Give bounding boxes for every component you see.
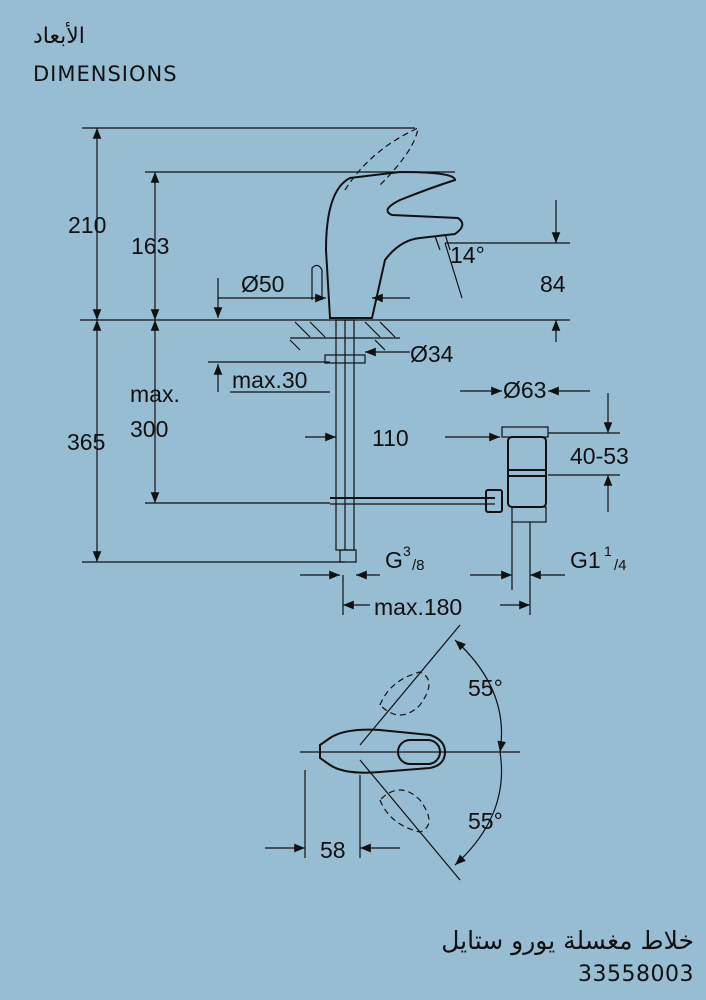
product-code: 33558003	[578, 962, 694, 987]
faucet-side-view	[311, 126, 570, 319]
dim-handle-length: 58	[320, 837, 346, 863]
supply-hoses	[324, 319, 495, 563]
faucet-top-view	[265, 624, 520, 881]
dim-base-diameter: Ø50	[241, 271, 284, 297]
dim-below-height: 365	[67, 429, 105, 455]
dim-total-height: 210	[68, 212, 106, 238]
product-name-arabic: خلاط مغسلة يورو ستايل	[441, 926, 694, 955]
dim-drain-diameter: Ø63	[503, 377, 546, 403]
dim-rod-offset: 110	[372, 425, 409, 451]
dim-max-depth-label: max.	[130, 381, 180, 407]
dim-max-width: max.180	[374, 594, 462, 620]
dim-spout-angle: 14°	[450, 242, 485, 268]
thread-g1-den: /4	[614, 557, 627, 574]
dim-max-thickness: max.30	[232, 367, 307, 393]
dim-angle-top: 55°	[468, 675, 503, 701]
dim-spout-height: 163	[131, 233, 169, 259]
drain-assembly	[485, 426, 549, 590]
dimension-lines	[82, 127, 620, 615]
header-title-arabic: الأبعاد	[33, 24, 85, 49]
dim-spout-clearance: 84	[540, 271, 566, 297]
dim-hole-diameter: Ø34	[410, 341, 454, 367]
header-title: DIMENSIONS	[33, 62, 178, 86]
thread-g: G	[385, 547, 403, 573]
dim-max-depth-value: 300	[130, 416, 168, 442]
thread-g-num: 3	[403, 543, 411, 559]
thread-g1: G1	[570, 547, 601, 573]
thread-g-den: /8	[412, 557, 425, 574]
dim-drain-range: 40-53	[570, 443, 629, 469]
thread-g1-num: 1	[604, 543, 612, 559]
dim-angle-bottom: 55°	[468, 808, 503, 834]
